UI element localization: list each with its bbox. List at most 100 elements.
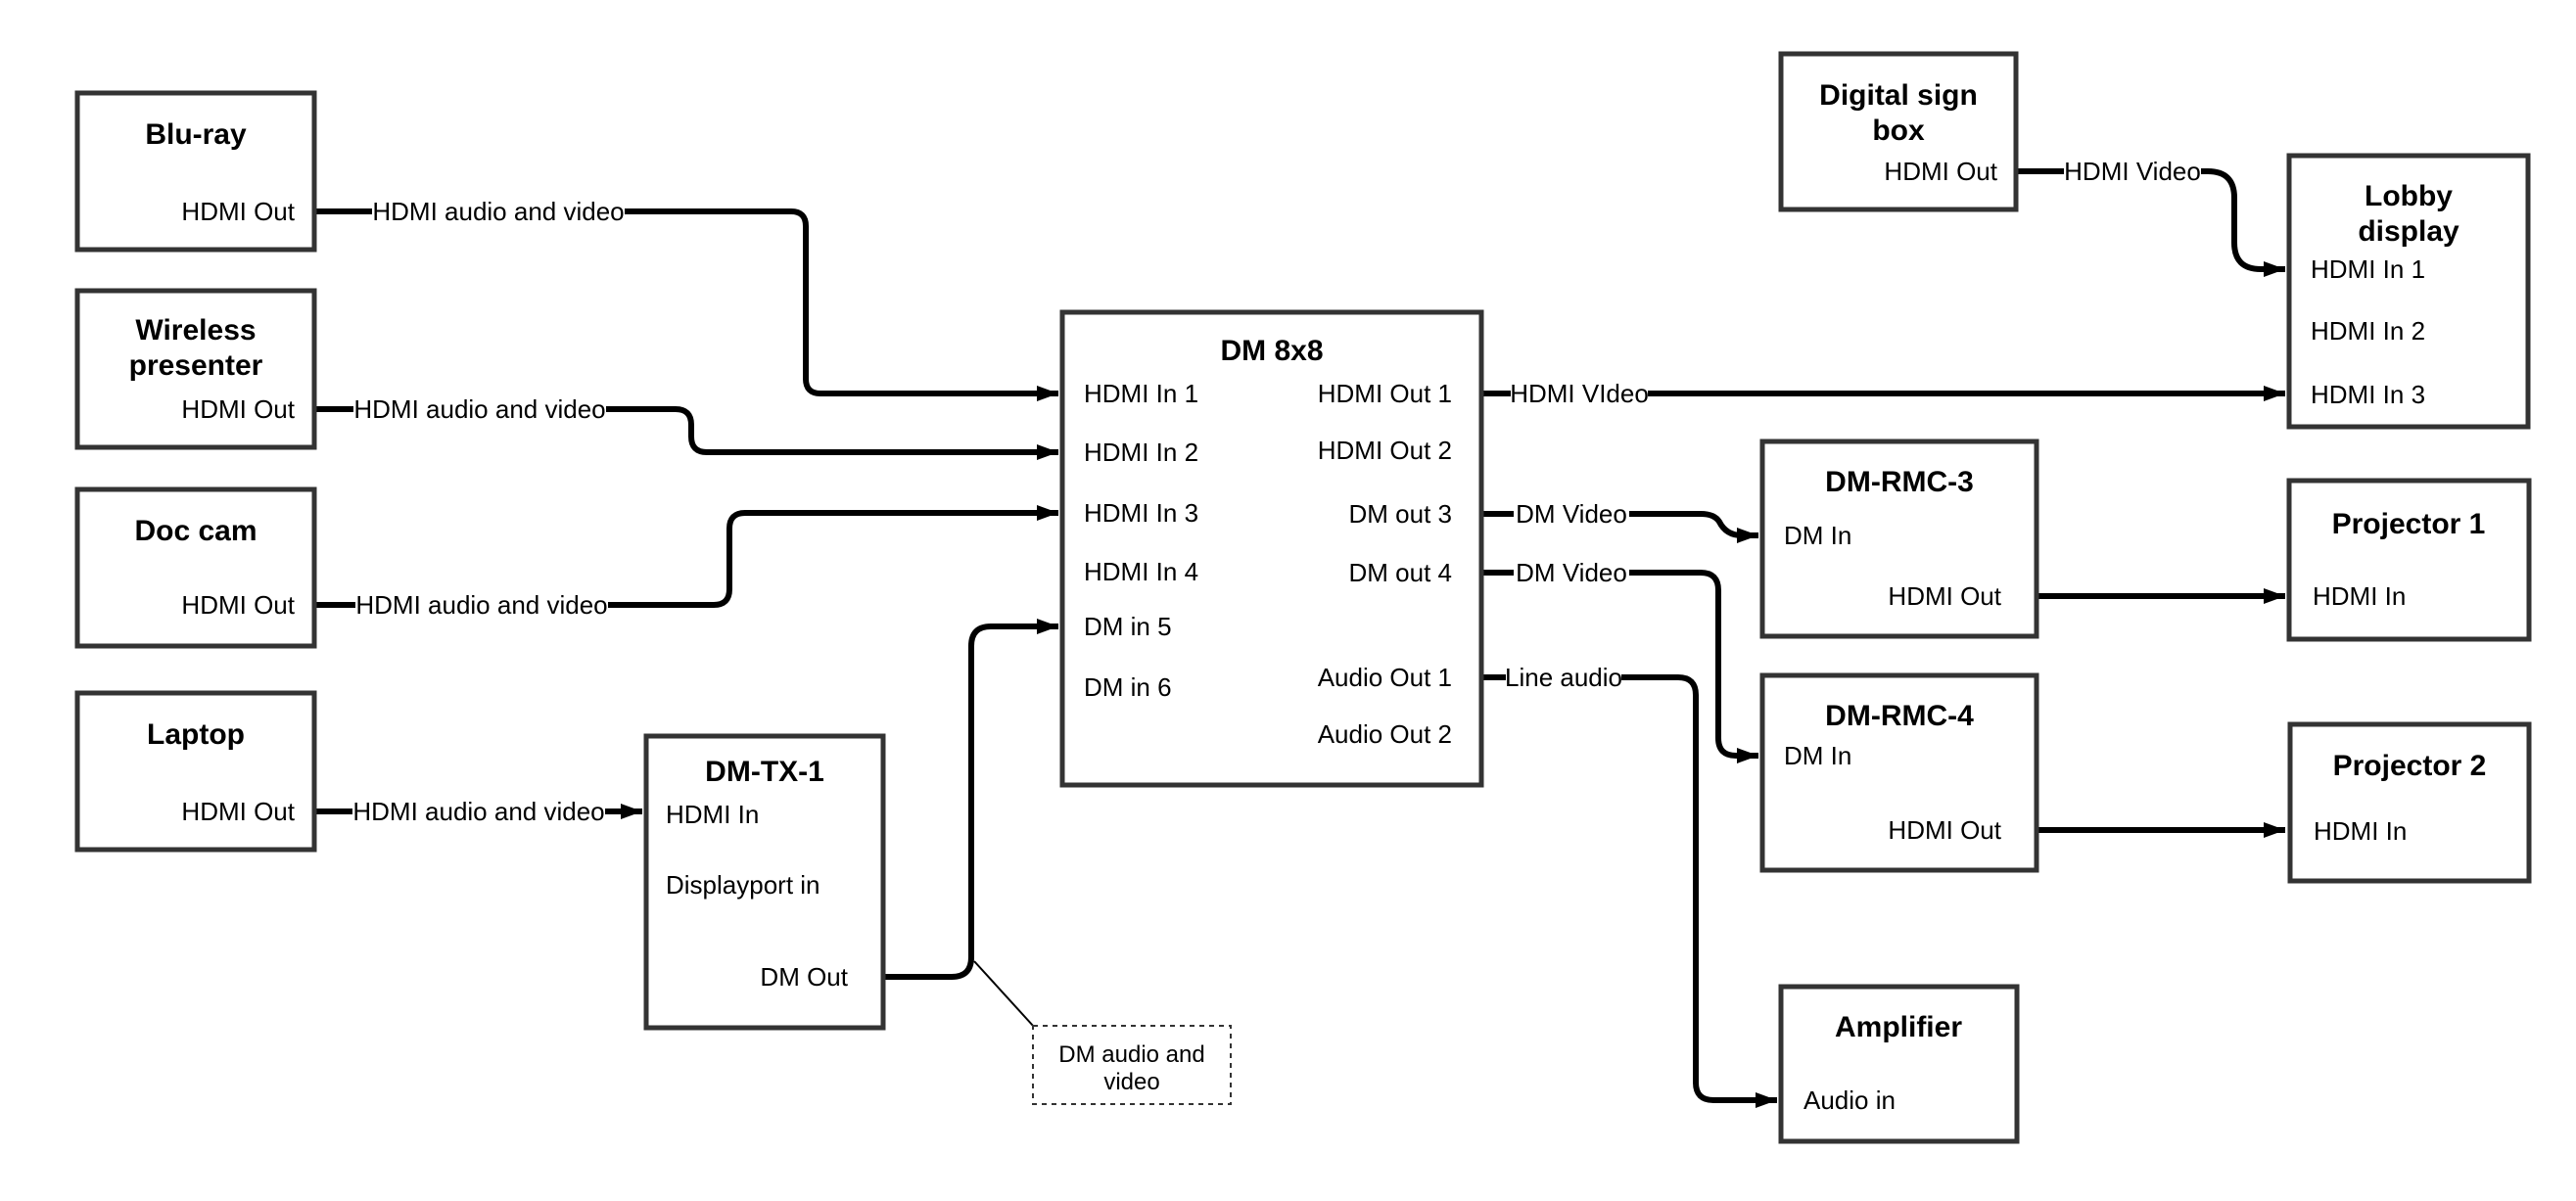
- rmc4-port-dm-in: DM In: [1784, 741, 1851, 770]
- lobby-port-hdmi-in-2: HDMI In 2: [2311, 316, 2425, 346]
- edge-label-bg: [355, 590, 608, 620]
- rmc3-port-hdmi-out: HDMI Out: [1888, 581, 2001, 611]
- signbox-title-line1: Digital sign: [1819, 79, 1978, 112]
- amplifier-box: [1778, 984, 2020, 1144]
- dm8x8-port-audio-out-1: Audio Out 1: [1318, 663, 1452, 692]
- wireless-title-line1: Wireless: [135, 314, 256, 346]
- dm8x8-port-audio-out-2: Audio Out 2: [1318, 719, 1452, 749]
- edge-doccam-to-dm8x8-in3: [314, 505, 1058, 608]
- edge-label-laptop: HDMI audio and video: [352, 797, 604, 826]
- edge-label-bg: [1511, 379, 1648, 408]
- dm8x8-port-hdmi-out-2: HDMI Out 2: [1318, 436, 1452, 465]
- node-digital-sign-box: Digital sign box HDMI Out: [1778, 51, 2019, 212]
- callout-text-line2: video: [1103, 1069, 1159, 1095]
- dm8x8-port-dm-in-5: DM in 5: [1084, 612, 1172, 641]
- node-dm-rmc-3: DM-RMC-3 DM In HDMI Out: [1759, 439, 2039, 639]
- dmtx1-title: DM-TX-1: [705, 756, 824, 788]
- proj1-box: [2286, 478, 2532, 642]
- proj2-title: Projector 2: [2333, 750, 2487, 782]
- edge-bluray-to-dm8x8-in1: [314, 208, 1058, 401]
- dmtx1-port-hdmi-in: HDMI In: [666, 800, 759, 829]
- node-lobby-display: Lobby display HDMI In 1 HDMI In 2 HDMI I…: [2286, 153, 2531, 430]
- callout-text-line1: DM audio and: [1058, 1041, 1204, 1068]
- rmc4-port-hdmi-out: HDMI Out: [1888, 815, 2001, 845]
- callout-leader-line: [973, 960, 1035, 1028]
- dm8x8-port-hdmi-in-1: HDMI In 1: [1084, 379, 1198, 408]
- edge-dm8x8-audio1-to-amplifier: [1481, 674, 1777, 1108]
- dm8x8-box: [1059, 309, 1484, 788]
- dm8x8-port-dm-out-4: DM out 4: [1349, 558, 1453, 587]
- rmc3-port-dm-in: DM In: [1784, 521, 1851, 550]
- edge-label-bg: [2064, 157, 2201, 186]
- dmtx1-box: [643, 733, 886, 1031]
- edge-label-bg: [1514, 499, 1629, 529]
- bluray-title: Blu-ray: [145, 118, 247, 151]
- laptop-box: [74, 690, 317, 853]
- callout-box: [1032, 1025, 1232, 1105]
- edge-label-bg: [353, 394, 606, 424]
- edge-wireless-to-dm8x8-in2: [314, 406, 1058, 460]
- wireless-title-line2: presenter: [129, 349, 263, 382]
- dm8x8-port-dm-out-3: DM out 3: [1349, 499, 1453, 529]
- node-projector-2: Projector 2 HDMI In: [2287, 721, 2532, 884]
- amplifier-port-audio-in: Audio in: [1803, 1086, 1896, 1115]
- edge-dm8x8-out4-to-rmc4: [1481, 570, 1758, 763]
- edge-label-audio-out1: Line audio: [1505, 663, 1622, 692]
- edge-signbox-to-lobby-in1: [2016, 168, 2285, 277]
- rmc3-title: DM-RMC-3: [1825, 466, 1974, 498]
- amplifier-title: Amplifier: [1835, 1011, 1962, 1043]
- edge-label-hdmi-out1: HDMI VIdeo: [1510, 379, 1649, 408]
- wireless-port-hdmi-out: HDMI Out: [181, 394, 295, 424]
- edge-dm8x8-out3-to-rmc3: [1481, 511, 1758, 543]
- wireless-box: [74, 288, 317, 450]
- rmc3-box: [1759, 439, 2039, 639]
- edge-label-bg: [1514, 558, 1629, 587]
- rmc4-title: DM-RMC-4: [1825, 700, 1974, 732]
- laptop-port-hdmi-out: HDMI Out: [181, 797, 295, 826]
- node-projector-1: Projector 1 HDMI In: [2286, 478, 2532, 642]
- bluray-port-hdmi-out: HDMI Out: [181, 197, 295, 226]
- doccam-box: [74, 486, 317, 649]
- dmtx1-port-dm-out: DM Out: [760, 962, 848, 992]
- node-laptop: Laptop HDMI Out: [74, 690, 317, 853]
- proj1-title: Projector 1: [2332, 508, 2486, 540]
- dm8x8-title: DM 8x8: [1220, 335, 1323, 367]
- signbox-title-line2: box: [1872, 115, 1925, 147]
- edge-label-wireless: HDMI audio and video: [353, 394, 605, 424]
- edge-label-bg: [1506, 663, 1621, 692]
- dmtx1-port-displayport-in: Displayport in: [666, 870, 820, 900]
- signbox-box: [1778, 51, 2019, 212]
- node-wireless-presenter: Wireless presenter HDMI Out: [74, 288, 317, 450]
- node-dm-8x8: DM 8x8 HDMI In 1 HDMI In 2 HDMI In 3 HDM…: [1059, 309, 1484, 788]
- laptop-title: Laptop: [147, 718, 245, 751]
- proj2-port-hdmi-in: HDMI In: [2314, 816, 2407, 846]
- node-bluray: Blu-ray HDMI Out: [74, 90, 317, 253]
- proj1-port-hdmi-in: HDMI In: [2313, 581, 2406, 611]
- signbox-port-hdmi-out: HDMI Out: [1884, 157, 1997, 186]
- dm8x8-port-hdmi-in-4: HDMI In 4: [1084, 557, 1198, 586]
- edge-label-dm-out4: DM Video: [1516, 558, 1627, 587]
- edge-dmtx1-to-dm8x8-in5: [883, 619, 1058, 980]
- dm8x8-port-hdmi-in-2: HDMI In 2: [1084, 438, 1198, 467]
- edge-label-bg: [372, 197, 625, 226]
- proj2-box: [2287, 721, 2532, 884]
- node-amplifier: Amplifier Audio in: [1778, 984, 2020, 1144]
- edge-label-bg: [352, 797, 605, 826]
- node-dm-rmc-4: DM-RMC-4 DM In HDMI Out: [1759, 672, 2039, 873]
- dm8x8-port-hdmi-out-1: HDMI Out 1: [1318, 379, 1452, 408]
- lobby-port-hdmi-in-1: HDMI In 1: [2311, 254, 2425, 284]
- edge-label-signbox: HDMI Video: [2064, 157, 2201, 186]
- bluray-box: [74, 90, 317, 253]
- node-doc-cam: Doc cam HDMI Out: [74, 486, 317, 649]
- edge-label-doccam: HDMI audio and video: [355, 590, 607, 620]
- lobby-box: [2286, 153, 2531, 430]
- rmc4-box: [1759, 672, 2039, 873]
- lobby-title-line1: Lobby: [2365, 180, 2453, 212]
- callout-dm-audio-video: DM audio and video: [973, 960, 1232, 1105]
- edge-labels: HDMI audio and video HDMI audio and vide…: [352, 157, 2201, 826]
- edge-label-bluray: HDMI audio and video: [372, 197, 624, 226]
- edge-label-dm-out3: DM Video: [1516, 499, 1627, 529]
- doccam-port-hdmi-out: HDMI Out: [181, 590, 295, 620]
- lobby-title-line2: display: [2358, 215, 2459, 248]
